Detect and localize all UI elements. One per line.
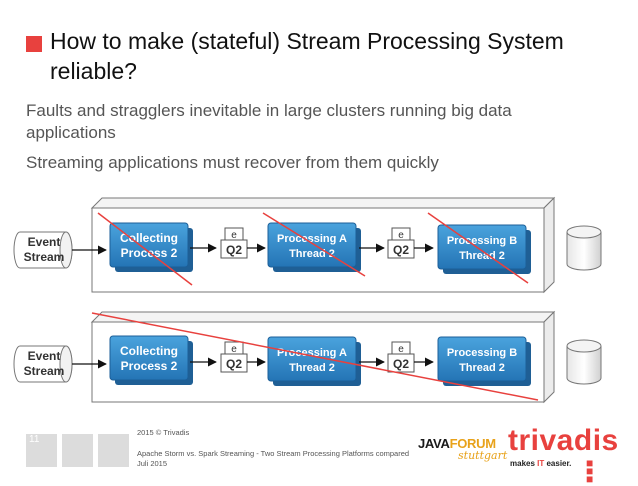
trivadis-tagline: makes IT easier.: [510, 459, 571, 468]
strike-line-icon: [97, 212, 193, 286]
procB-label-1a: Processing B: [447, 235, 517, 247]
footer-date: Juli 2015: [137, 459, 168, 468]
processing-b-2: Processing B Thread 2: [437, 336, 531, 386]
queue-label: Q2: [226, 357, 242, 371]
tagline-pre: makes: [510, 459, 538, 468]
procA-label-2b: Thread 2: [289, 362, 335, 374]
javaforum-java: JAVA: [418, 436, 450, 451]
javaforum-logo: JAVAFORUM stuttgart: [418, 436, 518, 466]
event-stream-label-2a: Event: [28, 349, 61, 363]
javaforum-forum: FORUM: [449, 436, 496, 451]
tagline-it: IT: [537, 459, 545, 468]
slide-number-box: [26, 434, 57, 467]
queue-2a: e Q2: [220, 341, 248, 373]
row-1: Event Stream Collecting Process 2 e Q2 P…: [13, 196, 602, 294]
queue-1b: e Q2: [387, 227, 415, 259]
javaforum-wordmark: JAVAFORUM: [418, 436, 496, 451]
event-label: e: [398, 344, 404, 355]
trivadis-dots-icon: ■ ■ ■: [586, 456, 597, 486]
strike-line-icon: [427, 212, 529, 284]
tagline-post: easier.: [544, 459, 572, 468]
slide-title-line2: reliable?: [50, 58, 137, 84]
footer-box-2: [62, 434, 93, 467]
trivadis-logo: trivadis makes IT easier. ■ ■ ■: [508, 424, 618, 485]
slide-title: How to make (stateful) Stream Processing…: [50, 26, 610, 86]
row-2: Event Stream Collecting Process 2 e Q2 P…: [13, 310, 602, 404]
bullet-1-line2: applications: [26, 123, 116, 142]
queue-label: Q2: [393, 357, 409, 371]
strike-line-icon: [91, 312, 539, 401]
bullet-1-line1: Faults and stragglers inevitable in larg…: [26, 101, 512, 120]
strike-line-icon: [262, 212, 366, 277]
event-label: e: [231, 230, 237, 241]
procA-label-2a: Processing A: [277, 347, 347, 359]
collecting-process-1: Collecting Process 2: [109, 222, 193, 272]
queue-label: Q2: [226, 243, 242, 257]
slide-title-line1: How to make (stateful) Stream Processing…: [50, 28, 564, 54]
processing-b-1: Processing B Thread 2: [437, 224, 531, 274]
slide-number: 11: [29, 434, 40, 445]
bullet-1: Faults and stragglers inevitable in larg…: [26, 100, 616, 144]
event-stream-2: Event Stream: [13, 345, 73, 383]
database-cylinder-icon: [566, 225, 602, 271]
footer-box-3: [98, 434, 129, 467]
queue-2b: e Q2: [387, 341, 415, 373]
queue-1a: e Q2: [220, 227, 248, 259]
event-label: e: [231, 344, 237, 355]
javaforum-city: stuttgart: [458, 449, 508, 462]
event-stream-label-1a: Event: [28, 235, 61, 249]
procB-label-2b: Thread 2: [459, 362, 505, 374]
footer-subtitle: Apache Storm vs. Spark Streaming - Two S…: [137, 449, 410, 458]
procB-label-1b: Thread 2: [459, 250, 505, 262]
event-stream-label-1b: Stream: [24, 250, 65, 264]
processing-a-2: Processing A Thread 2: [267, 336, 361, 386]
collecting-process-2: Collecting Process 2: [109, 335, 193, 385]
event-label: e: [398, 230, 404, 241]
collecting-label-2b: Process 2: [121, 359, 178, 373]
footer-copyright: 2015 © Trivadis: [137, 428, 190, 437]
collecting-label-2a: Collecting: [120, 344, 178, 358]
bullet-list: Faults and stragglers inevitable in larg…: [26, 100, 616, 174]
event-stream-label-2b: Stream: [24, 364, 65, 378]
collecting-label-1a: Collecting: [120, 231, 178, 245]
bullet-2: Streaming applications must recover from…: [26, 153, 439, 172]
queue-label: Q2: [393, 243, 409, 257]
title-bullet-icon: [26, 36, 42, 52]
event-stream-1: Event Stream: [13, 231, 73, 269]
trivadis-wordmark: trivadis: [508, 424, 619, 457]
procB-label-2a: Processing B: [447, 347, 517, 359]
database-cylinder-icon: [566, 339, 602, 385]
procA-label-1a: Processing A: [277, 233, 347, 245]
